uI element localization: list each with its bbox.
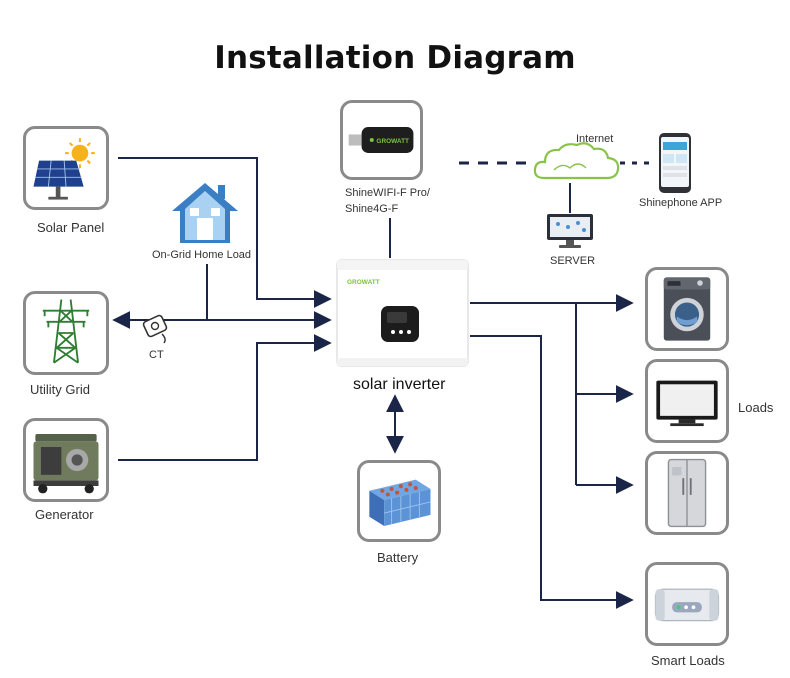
television-icon [656,380,718,427]
inverter-icon: GROWATT [336,259,469,367]
generator-box [23,418,109,502]
wifi-label-line1: ShineWIFI-F Pro/ [345,187,430,199]
refrigerator-icon [667,458,707,528]
cloud-icon [533,142,620,180]
generator-label: Generator [35,507,94,522]
utility-grid-label: Utility Grid [30,382,90,397]
server-label: SERVER [550,255,596,267]
tv-box [645,359,729,443]
solar-panel-box [23,126,109,210]
loads-label: Loads [738,400,774,415]
diagram-title: Installation Diagram [214,40,576,76]
battery-label: Battery [377,550,419,565]
solar-panel-label: Solar Panel [37,220,105,235]
internet-label: Internet [576,133,614,145]
ct-clamp-icon [142,314,168,344]
server-monitor-icon [547,214,593,248]
wifi-dongle-box: GROWATT [340,100,423,180]
battery-icon [369,479,431,527]
battery-box [357,460,441,542]
generator-icon [33,434,99,494]
water-heater-icon [654,588,720,622]
wifi-dongle-icon: GROWATT [348,127,414,153]
home-load-label: On-Grid Home Load [152,249,252,261]
inverter-to-smart-loads-line [470,335,634,609]
washing-machine-box [645,267,729,351]
smartphone-icon [659,133,691,193]
utility-grid-box [23,291,109,375]
generator-to-inverter-line [118,334,332,461]
wifi-label-line2: Shine4G-F [345,203,399,215]
solar-panel-icon [33,138,95,200]
smart-load-box [645,562,729,646]
inverter-label: solar inverter [353,376,446,393]
transmission-tower-icon [42,299,90,364]
smart-loads-label: Smart Loads [651,653,725,668]
wifi-brand-text: GROWATT [376,138,409,145]
app-label: Shinephone APP [639,197,723,209]
inverter-brand-text: GROWATT [347,279,380,286]
house-icon [172,183,238,243]
ct-label: CT [149,349,164,361]
washing-machine-icon [663,277,711,341]
solar-to-inverter-line [118,157,332,308]
refrigerator-box [645,451,729,535]
